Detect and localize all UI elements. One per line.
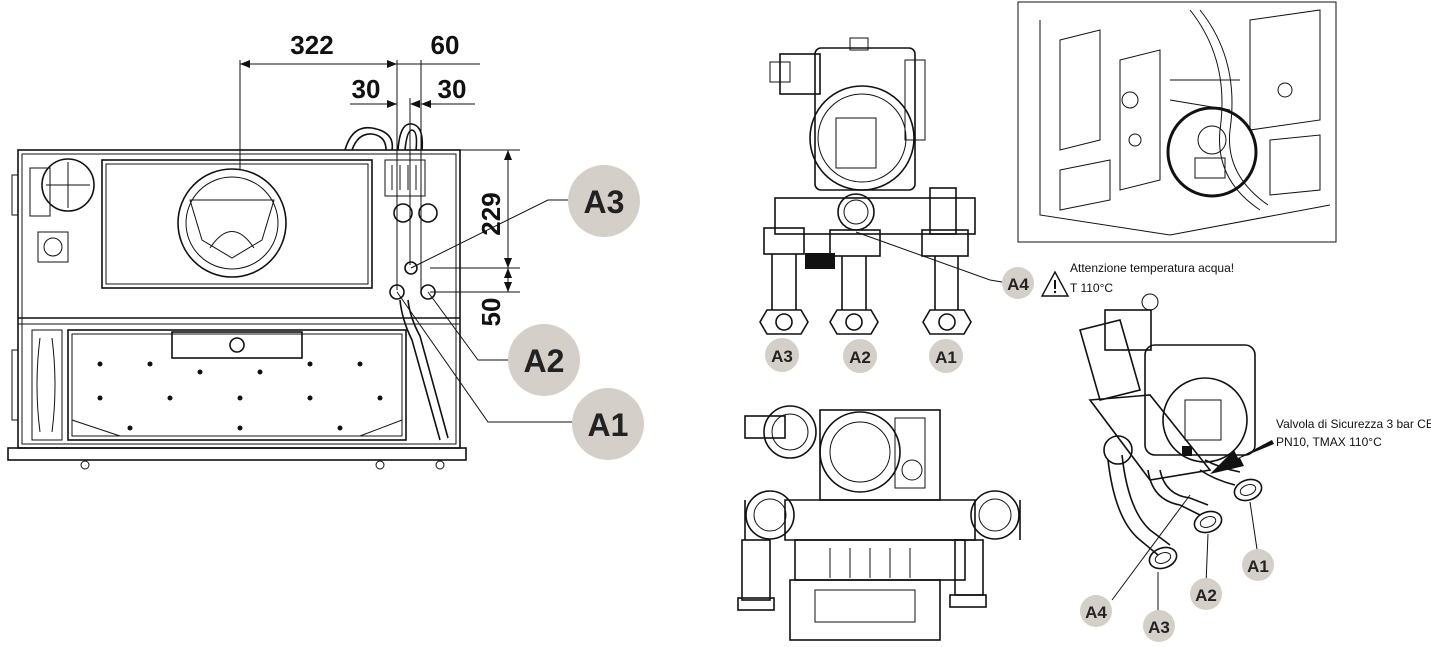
front-view: 322 60 30 30 229 50 A3 A2 A1 — [7, 30, 644, 470]
svg-text:A3: A3 — [584, 184, 625, 220]
warning-line2: T 110°C — [1070, 281, 1113, 295]
pump-bubble-a4: A4 — [1002, 267, 1034, 299]
dim-322: 322 — [290, 30, 333, 60]
warning-line1: Attenzione temperatura acqua! — [1070, 261, 1234, 275]
dim-30-left: 30 — [352, 74, 381, 104]
pump-group-top — [737, 405, 1021, 641]
valve-arrow — [1210, 440, 1274, 474]
svg-text:A4: A4 — [1085, 603, 1107, 622]
svg-text:A2: A2 — [849, 348, 871, 367]
fan — [177, 168, 287, 278]
svg-text:A2: A2 — [1195, 586, 1217, 605]
pump-bubble-a2: A2 — [843, 339, 877, 373]
dim-229: 229 — [476, 192, 506, 235]
valve-line2: PN10, TMAX 110°C — [1276, 435, 1382, 449]
bubble-a2: A2 — [508, 324, 580, 396]
valve-line1: Valvola di Sicurezza 3 bar CE — [1276, 417, 1431, 431]
bubble-a3: A3 — [568, 165, 640, 237]
pump-bubble-a3: A3 — [765, 338, 799, 372]
iso-bubble-a2: A2 — [1190, 578, 1222, 610]
svg-text:A1: A1 — [935, 348, 957, 367]
burner-box — [67, 329, 407, 441]
svg-text:A3: A3 — [1148, 618, 1170, 637]
dim-30-right: 30 — [438, 74, 467, 104]
iso-bubble-a1: A1 — [1242, 549, 1274, 581]
pump-group-front: A4 A3 A2 A1 Attenzione temperatura acqua… — [759, 37, 1234, 373]
iso-bubble-a4: A4 — [1080, 595, 1112, 627]
iso-bubble-a3: A3 — [1143, 610, 1175, 642]
svg-text:A1: A1 — [588, 407, 629, 443]
boiler-cutaway — [1017, 1, 1337, 243]
bubble-a1: A1 — [572, 388, 644, 460]
svg-text:A3: A3 — [771, 347, 793, 366]
highlight-circle — [1166, 106, 1258, 198]
fan-box — [101, 159, 373, 289]
base-plate — [7, 447, 467, 461]
svg-text:A1: A1 — [1247, 557, 1269, 576]
svg-text:A2: A2 — [524, 343, 565, 379]
warning-icon — [1040, 270, 1070, 297]
svg-text:A4: A4 — [1007, 275, 1029, 294]
pump-bubble-a1: A1 — [929, 339, 963, 373]
dim-50: 50 — [476, 298, 506, 327]
dim-60: 60 — [431, 30, 460, 60]
pump-group-iso: Valvola di Sicurezza 3 bar CE PN10, TMAX… — [1079, 293, 1431, 642]
